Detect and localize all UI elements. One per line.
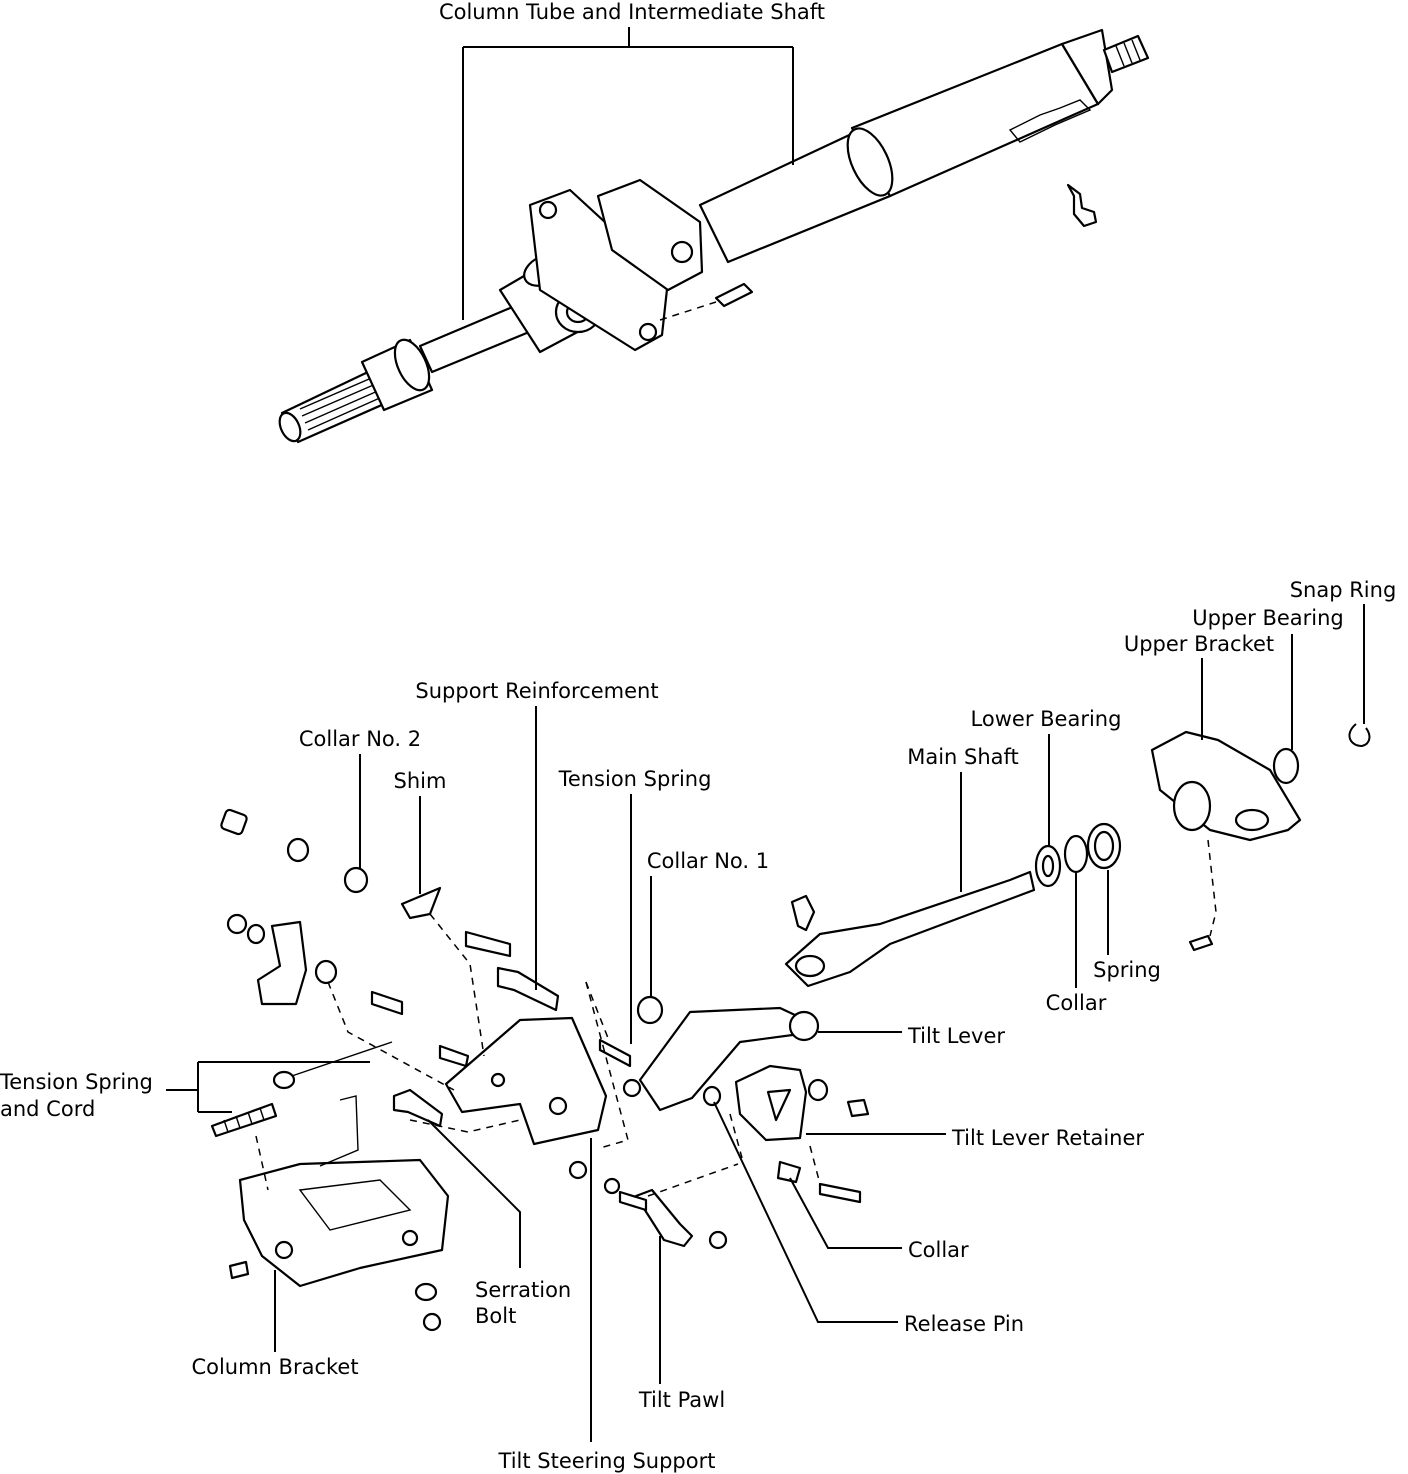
- label-spring: Spring: [1093, 958, 1161, 982]
- label-support-reinforcement: Support Reinforcement: [415, 679, 658, 703]
- label-collar-upper: Collar: [1046, 991, 1107, 1015]
- label-column-bracket: Column Bracket: [191, 1355, 358, 1379]
- label-column-tube: Column Tube and Intermediate Shaft: [439, 0, 825, 24]
- exploded-parts-drawing: [210, 723, 1371, 1332]
- label-shim: Shim: [394, 769, 447, 793]
- column-tube-assembly-drawing: [278, 28, 1150, 444]
- label-release-pin: Release Pin: [904, 1312, 1024, 1336]
- label-upper-bracket: Upper Bracket: [1124, 632, 1274, 656]
- label-tilt-pawl: Tilt Pawl: [638, 1388, 725, 1412]
- label-tilt-lever: Tilt Lever: [907, 1024, 1005, 1048]
- label-tension-spring: Tension Spring: [558, 767, 712, 791]
- label-serration-bolt-line2: Bolt: [475, 1304, 516, 1328]
- label-tilt-lever-retainer: Tilt Lever Retainer: [951, 1126, 1144, 1150]
- label-collar-no1: Collar No. 1: [647, 849, 769, 873]
- label-upper-bearing: Upper Bearing: [1192, 606, 1344, 630]
- label-serration-bolt-line1: Serration: [475, 1278, 571, 1302]
- label-tension-spring-cord-line2: and Cord: [0, 1097, 95, 1121]
- label-collar-no2: Collar No. 2: [299, 727, 421, 751]
- assembly-guide-lines: [255, 839, 1217, 1197]
- label-snap-ring: Snap Ring: [1290, 578, 1397, 602]
- label-lower-bearing: Lower Bearing: [971, 707, 1122, 731]
- label-tension-spring-cord-line1: Tension Spring: [0, 1070, 153, 1094]
- label-tilt-steering-support: Tilt Steering Support: [498, 1449, 716, 1473]
- label-main-shaft: Main Shaft: [907, 745, 1019, 769]
- label-collar-lower: Collar: [908, 1238, 969, 1262]
- leader-lines: [166, 27, 1365, 1442]
